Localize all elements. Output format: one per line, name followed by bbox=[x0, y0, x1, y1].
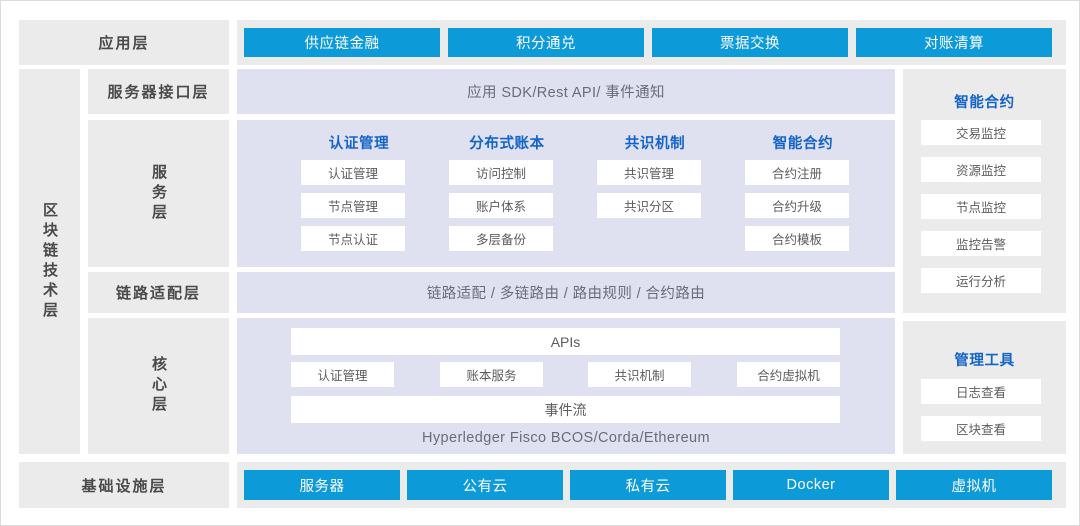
server-interface-layer-label-block: 服务器接口层 bbox=[88, 69, 229, 114]
core-layer-label-block: 核心层 bbox=[88, 318, 229, 454]
service-layer-label-block: 服务层 bbox=[88, 120, 229, 267]
core-layer-content: APIs 认证管理 账本服务 共识机制 合约虚拟机 事件流 Hyperledge… bbox=[237, 318, 895, 454]
service-chip[interactable]: 合约模板 bbox=[745, 226, 849, 251]
application-layer-label: 应用层 bbox=[98, 35, 150, 52]
core-module-consensus-mechanism[interactable]: 共识机制 bbox=[588, 362, 691, 387]
infra-button-server[interactable]: 服务器 bbox=[244, 470, 400, 500]
side-panel-item[interactable]: 运行分析 bbox=[921, 268, 1041, 293]
side-panel-heading: 管理工具 bbox=[954, 353, 1015, 369]
side-panel-item[interactable]: 资源监控 bbox=[921, 157, 1041, 182]
core-module-contract-vm[interactable]: 合约虚拟机 bbox=[737, 362, 840, 387]
service-chip[interactable]: 节点管理 bbox=[301, 193, 405, 218]
service-column-heading: 智能合约 bbox=[772, 136, 834, 152]
service-chip[interactable]: 访问控制 bbox=[449, 160, 553, 185]
service-chip[interactable]: 合约注册 bbox=[745, 160, 849, 185]
server-interface-caption: 应用 SDK/Rest API/ 事件通知 bbox=[467, 85, 665, 101]
core-module-auth-management[interactable]: 认证管理 bbox=[291, 362, 394, 387]
core-module-ledger-service[interactable]: 账本服务 bbox=[440, 362, 543, 387]
infra-button-virtual-machine[interactable]: 虚拟机 bbox=[896, 470, 1052, 500]
service-column-heading: 共识机制 bbox=[624, 136, 686, 152]
service-chip[interactable]: 共识管理 bbox=[597, 160, 701, 185]
infrastructure-layer-label: 基础设施层 bbox=[81, 477, 167, 495]
link-adaptation-layer-label: 链路适配层 bbox=[115, 285, 201, 302]
service-layer-label: 服务层 bbox=[150, 163, 167, 224]
side-panel-management-tools: 管理工具 日志查看 区块查看 bbox=[903, 321, 1066, 454]
service-column-distributed-ledger: 分布式账本 访问控制 账户体系 多层备份 bbox=[433, 120, 581, 267]
infra-button-public-cloud[interactable]: 公有云 bbox=[407, 470, 563, 500]
app-button-reconciliation-settlement[interactable]: 对账清算 bbox=[856, 28, 1052, 57]
service-chip[interactable]: 认证管理 bbox=[301, 160, 405, 185]
blockchain-tech-layer-spine: 区块链技术层 bbox=[19, 69, 80, 454]
service-column-heading: 认证管理 bbox=[328, 136, 390, 152]
server-interface-layer-label: 服务器接口层 bbox=[107, 84, 210, 101]
service-column-heading: 分布式账本 bbox=[469, 136, 545, 152]
side-panel-item[interactable]: 日志查看 bbox=[921, 379, 1041, 404]
service-column-auth-management: 认证管理 认证管理 节点管理 节点认证 bbox=[285, 120, 433, 267]
service-column-consensus-mechanism: 共识机制 共识管理 共识分区 bbox=[581, 120, 729, 267]
side-panel-item[interactable]: 节点监控 bbox=[921, 194, 1041, 219]
core-layer-label: 核心层 bbox=[150, 356, 167, 416]
service-column-smart-contract: 智能合约 合约注册 合约升级 合约模板 bbox=[729, 120, 877, 267]
application-layer-button-strip: 供应链金融 积分通兑 票据交换 对账清算 bbox=[237, 20, 1066, 65]
infrastructure-layer-button-strip: 服务器 公有云 私有云 Docker 虚拟机 bbox=[237, 462, 1066, 508]
service-chip[interactable]: 账户体系 bbox=[449, 193, 553, 218]
side-panel-smart-contract: 智能合约 交易监控 资源监控 节点监控 监控告警 运行分析 bbox=[903, 69, 1066, 313]
application-layer-label-block: 应用层 bbox=[19, 20, 229, 65]
service-chip[interactable]: 节点认证 bbox=[301, 226, 405, 251]
service-chip[interactable]: 共识分区 bbox=[597, 193, 701, 218]
side-panel-item[interactable]: 监控告警 bbox=[921, 231, 1041, 256]
link-adaptation-caption: 链路适配 / 多链路由 / 路由规则 / 合约路由 bbox=[426, 286, 706, 302]
infra-button-private-cloud[interactable]: 私有云 bbox=[570, 470, 726, 500]
service-chip[interactable]: 合约升级 bbox=[745, 193, 849, 218]
side-panel-heading: 智能合约 bbox=[954, 95, 1015, 111]
side-panel-item[interactable]: 区块查看 bbox=[921, 416, 1041, 441]
service-layer-content: 认证管理 认证管理 节点管理 节点认证 分布式账本 访问控制 账户体系 多层备份… bbox=[237, 120, 895, 267]
blockchain-tech-layer-label: 区块链技术层 bbox=[41, 201, 58, 322]
link-adaptation-layer-content: 链路适配 / 多链路由 / 路由规则 / 合约路由 bbox=[237, 272, 895, 313]
core-event-stream-bar[interactable]: 事件流 bbox=[291, 396, 840, 423]
core-layer-footer: Hyperledger Fisco BCOS/Corda/Ethereum bbox=[422, 429, 710, 446]
infrastructure-layer-label-block: 基础设施层 bbox=[19, 462, 229, 508]
link-adaptation-layer-label-block: 链路适配层 bbox=[88, 272, 229, 313]
app-button-points-exchange[interactable]: 积分通兑 bbox=[448, 28, 644, 57]
service-chip[interactable]: 多层备份 bbox=[449, 226, 553, 251]
infra-button-docker[interactable]: Docker bbox=[733, 470, 889, 500]
side-panel-item[interactable]: 交易监控 bbox=[921, 120, 1041, 145]
core-apis-bar[interactable]: APIs bbox=[291, 328, 840, 355]
app-button-supply-chain-finance[interactable]: 供应链金融 bbox=[244, 28, 440, 57]
server-interface-layer-content: 应用 SDK/Rest API/ 事件通知 bbox=[237, 69, 895, 114]
app-button-bill-exchange[interactable]: 票据交换 bbox=[652, 28, 848, 57]
